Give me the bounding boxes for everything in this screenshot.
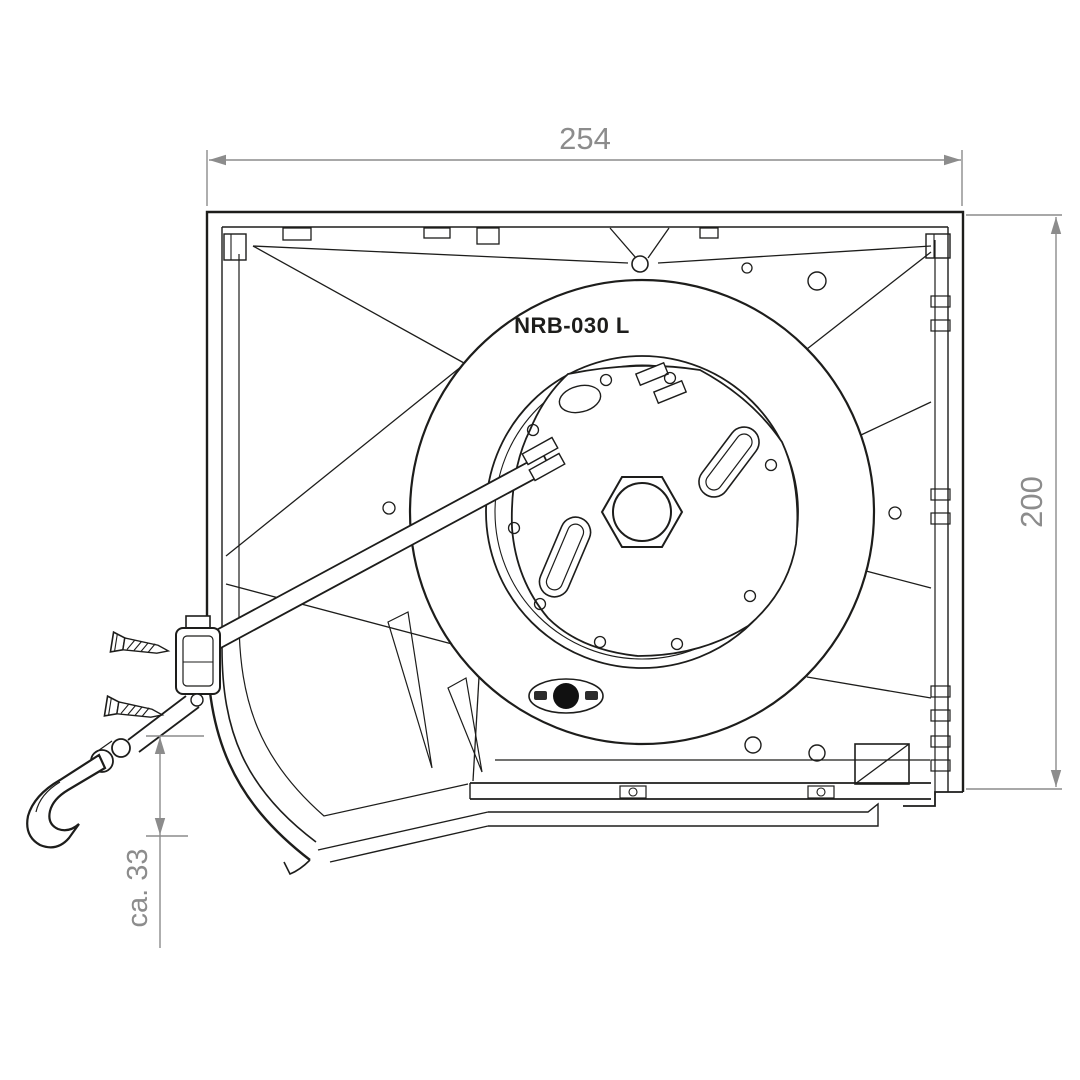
hex-drive-bore [612,482,672,542]
bolt-holes [507,371,778,651]
arrow-down [154,818,166,835]
rail-clip [619,785,647,799]
detail-hole [888,506,902,520]
side-clip [930,319,951,332]
top-tab [282,227,312,241]
plate-oval-hole [558,384,602,414]
crank-assembly [26,615,221,849]
arrow-up [154,737,166,754]
dim-offset-label: ca. 33 [122,849,154,928]
dimension-height: 200 [966,214,1062,790]
corner-clip-left [223,233,247,261]
side-clip [930,512,951,525]
rail-clip [807,785,835,799]
top-tab [699,227,719,239]
arrow-down [1050,770,1062,787]
screws [103,631,171,726]
strut-pawl [521,436,559,466]
arrow-right [944,154,961,166]
arrow-left [209,154,226,166]
plate-slot-lower [538,516,592,598]
side-clip [930,685,951,698]
arrow-up [1050,217,1062,234]
top-tab [423,227,451,239]
roller-outer-circle [408,278,876,746]
detail-hole [808,744,826,762]
plate-hook [652,379,688,405]
bottom-rail [469,743,931,827]
winding-strut [194,436,566,659]
side-clip [930,735,951,748]
badge-dot [553,683,579,709]
part-label: NRB-030 L [514,313,630,338]
strut-pawl [528,452,566,482]
screw-top [109,631,171,662]
side-clip [930,488,951,501]
side-clip [930,295,951,308]
plate-slot-upper [698,426,760,498]
dim-height-label: 200 [1014,476,1049,528]
badge-text-left [534,691,547,700]
dim-width-label: 254 [559,121,611,156]
internal-ribs [225,245,932,782]
brand-badge [528,678,604,714]
hex-drive [600,476,684,548]
dimension-width: 254 [206,121,963,206]
plate-hook [634,361,670,387]
axle-mount-circle [631,255,649,273]
top-tab [476,227,500,245]
detail-hole [741,262,753,274]
side-clip [930,759,951,772]
side-clip [930,709,951,722]
detail-hole [382,501,396,515]
detail-hole [807,271,827,291]
joint-knuckle [111,738,131,758]
housing-outline [205,210,965,792]
badge-text-right [585,691,598,700]
roller-assembly [408,278,876,746]
dimension-offset: ca. 33 [122,735,204,948]
corner-bracket [854,743,910,785]
crank-handle [26,753,107,849]
gearbox-output-shaft [190,693,204,707]
dimension-annotations: 254 200 ca. 33 [122,121,1062,948]
detail-hole [744,736,762,754]
bottom-guide-curve [205,611,489,876]
housing [205,210,965,876]
